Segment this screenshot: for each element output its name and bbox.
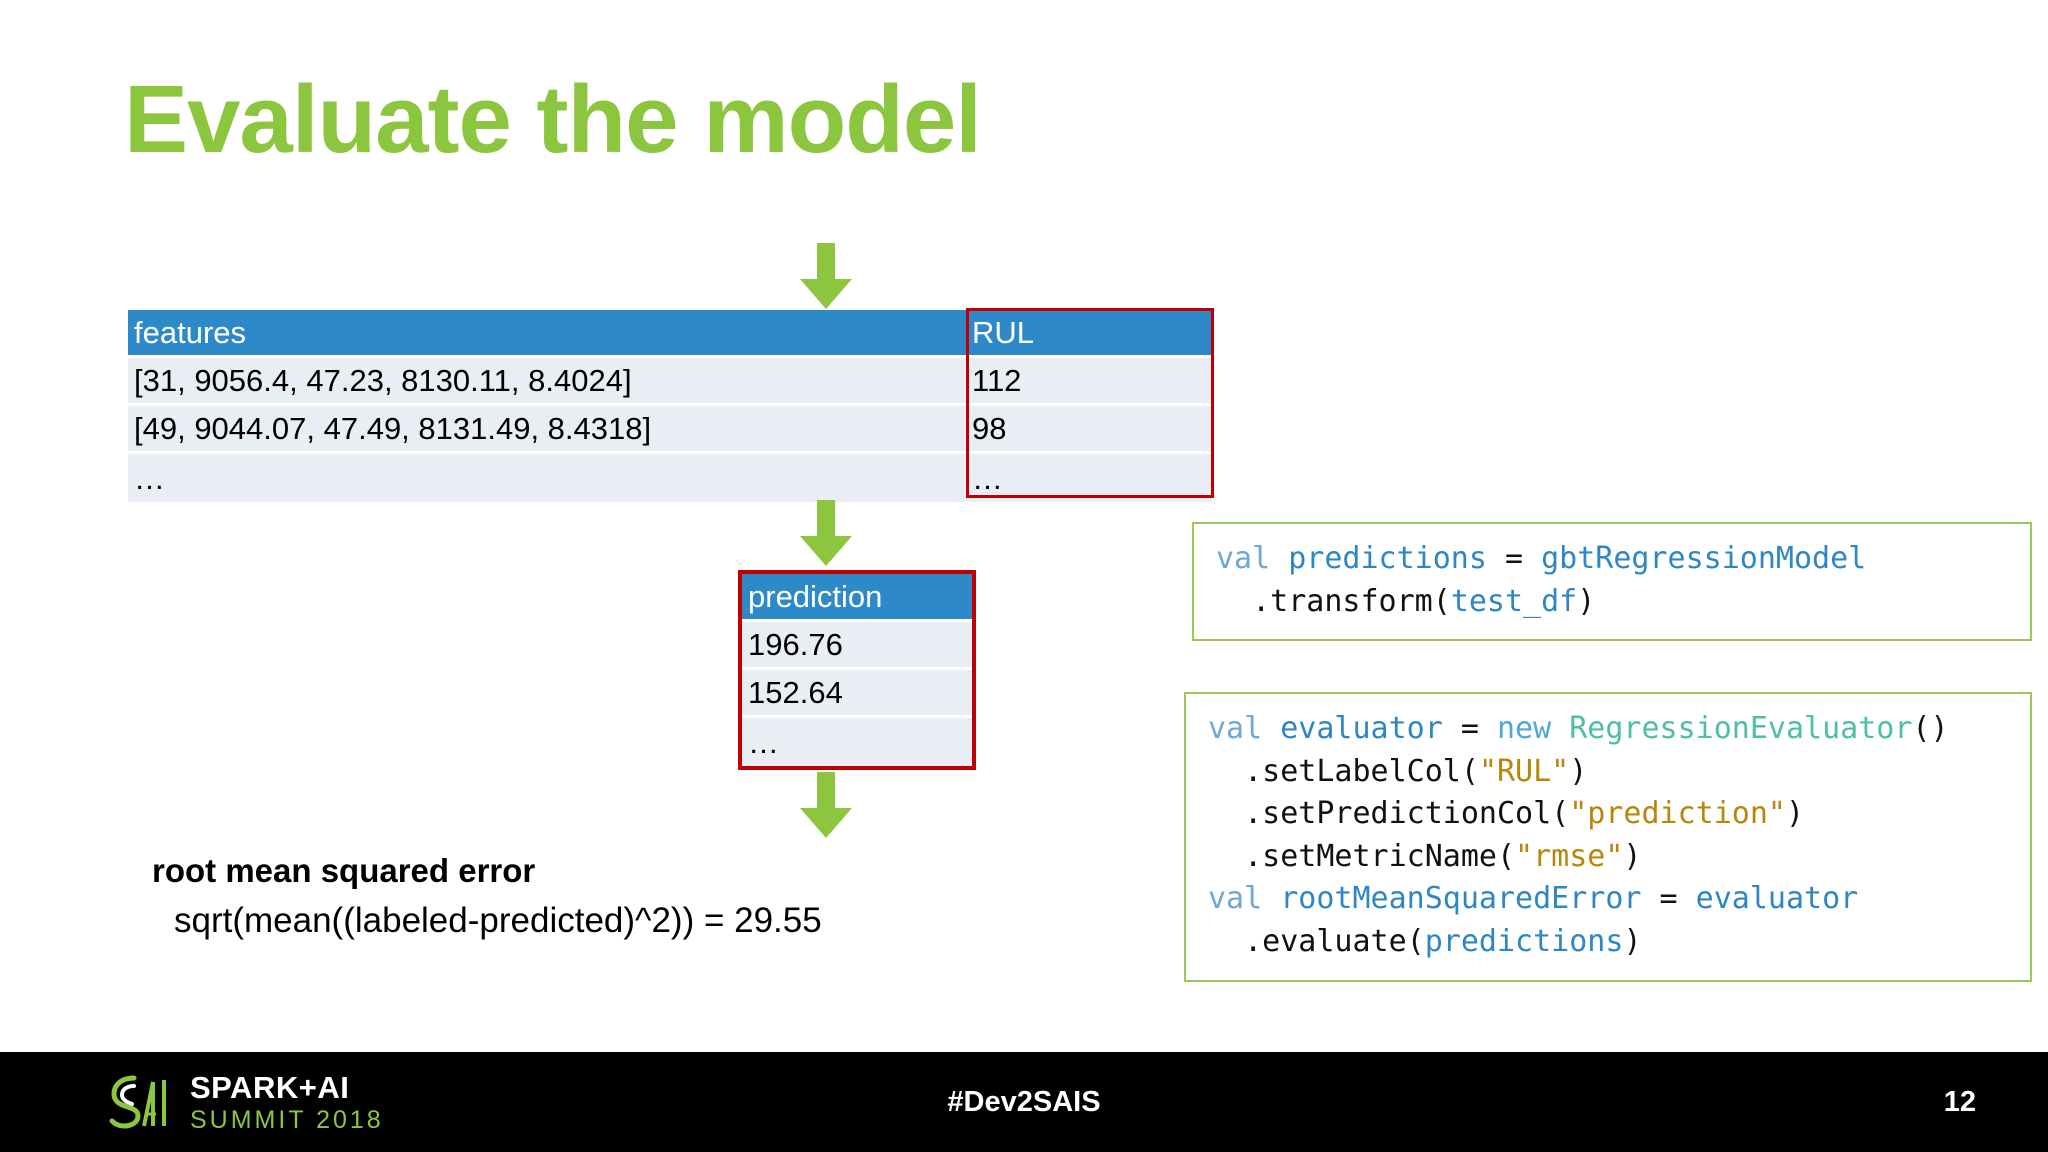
cell-features-1: [31, 9056.4, 47.23, 8130.11, 8.4024]: [128, 358, 966, 406]
code-line: val evaluator = new RegressionEvaluator(…: [1208, 708, 2008, 751]
code-token: =: [1659, 881, 1696, 917]
code-line: .transform(test_df): [1216, 581, 2008, 624]
cell-prediction-ellipsis: …: [742, 718, 972, 766]
code-token: (): [1912, 711, 1949, 746]
code-token: .transform(: [1216, 583, 1451, 619]
table-row: …: [742, 718, 972, 766]
code-token: test_df: [1450, 583, 1578, 619]
code-line: .setLabelCol("RUL"): [1208, 751, 2008, 794]
cell-prediction-2: 152.64: [742, 670, 972, 718]
column-header-prediction: prediction: [742, 574, 972, 622]
code-token: =: [1460, 711, 1497, 746]
code-token: ): [1577, 583, 1596, 619]
table-row: 152.64: [742, 670, 972, 718]
page-number: 12: [1943, 1085, 1976, 1118]
cell-rul-1: 112: [966, 358, 1212, 406]
table-header-row: prediction: [742, 574, 972, 622]
code-token: "rmse": [1515, 838, 1624, 874]
prediction-table: prediction 196.76 152.64 …: [738, 570, 976, 770]
code-token: "RUL": [1478, 753, 1570, 789]
arrow-to-rmse-icon: [800, 772, 852, 838]
code-token: predictions: [1424, 923, 1624, 959]
code-token: ): [1623, 838, 1642, 874]
cell-features-ellipsis: …: [128, 454, 966, 502]
code-token: new: [1497, 711, 1570, 746]
code-token: ): [1569, 753, 1588, 789]
column-header-rul: RUL: [966, 310, 1212, 358]
code-token: evaluator: [1695, 881, 1859, 917]
footer-hashtag: #Dev2SAIS: [947, 1085, 1101, 1118]
logo-wordmark: SPARK+AI SUMMIT 2018: [190, 1072, 384, 1133]
code-token: rootMeanSquaredError: [1280, 881, 1660, 917]
code-token: RegressionEvaluator: [1569, 711, 1913, 746]
code-line: .setMetricName("rmse"): [1208, 836, 2008, 879]
table-row: 196.76: [742, 622, 972, 670]
code-block-predictions: val predictions = gbtRegressionModel .tr…: [1192, 522, 2032, 642]
code-token: ): [1785, 796, 1805, 832]
table-row: [31, 9056.4, 47.23, 8130.11, 8.4024] 112: [128, 358, 1212, 406]
code-token: ): [1623, 923, 1642, 959]
arrow-to-prediction-table-icon: [800, 500, 852, 566]
cell-prediction-1: 196.76: [742, 622, 972, 670]
table-row: … …: [128, 454, 1212, 502]
code-line: .setPredictionCol("prediction"): [1208, 793, 2008, 836]
spark-logo-icon: [109, 1075, 166, 1129]
code-token: val: [1208, 711, 1281, 746]
rmse-block: root mean squared error sqrt(mean((label…: [152, 850, 822, 943]
code-token: .setLabelCol(: [1208, 753, 1479, 789]
code-token: .evaluate(: [1208, 923, 1425, 959]
rmse-title: root mean squared error: [152, 852, 536, 889]
code-line: .evaluate(predictions): [1208, 921, 2008, 964]
table-row: [49, 9044.07, 47.49, 8131.49, 8.4318] 98: [128, 406, 1212, 454]
logo-line-spark-ai: SPARK+AI: [190, 1069, 350, 1105]
code-block-evaluator: val evaluator = new RegressionEvaluator(…: [1184, 692, 2032, 982]
code-line: val rootMeanSquaredError = evaluator: [1208, 878, 2008, 921]
footer-bar: SPARK+AI SUMMIT 2018 #Dev2SAIS 12: [0, 1052, 2048, 1152]
cell-features-2: [49, 9044.07, 47.49, 8131.49, 8.4318]: [128, 406, 966, 454]
code-token: predictions: [1288, 541, 1505, 576]
code-token: val: [1216, 541, 1289, 576]
code-token: val: [1208, 881, 1281, 917]
column-header-features: features: [128, 310, 966, 358]
table-header-row: features RUL: [128, 310, 1212, 358]
cell-rul-ellipsis: …: [966, 454, 1212, 502]
code-token: evaluator: [1280, 711, 1461, 746]
rmse-formula: sqrt(mean((labeled-predicted)^2)) = 29.5…: [174, 901, 822, 941]
code-token: =: [1505, 541, 1542, 576]
arrow-into-features-table-icon: [800, 243, 852, 309]
code-token: gbtRegressionModel: [1541, 541, 1867, 576]
code-line: val predictions = gbtRegressionModel: [1216, 538, 2008, 581]
page-title: Evaluate the model: [124, 66, 982, 173]
spark-ai-summit-logo: SPARK+AI SUMMIT 2018: [104, 1064, 384, 1140]
code-token: .setMetricName(: [1208, 838, 1516, 874]
code-token: "prediction": [1569, 796, 1786, 832]
logo-line-summit-2018: SUMMIT 2018: [190, 1105, 384, 1134]
cell-rul-2: 98: [966, 406, 1212, 454]
features-table: features RUL [31, 9056.4, 47.23, 8130.11…: [128, 310, 1212, 502]
code-token: .setPredictionCol(: [1208, 796, 1570, 832]
